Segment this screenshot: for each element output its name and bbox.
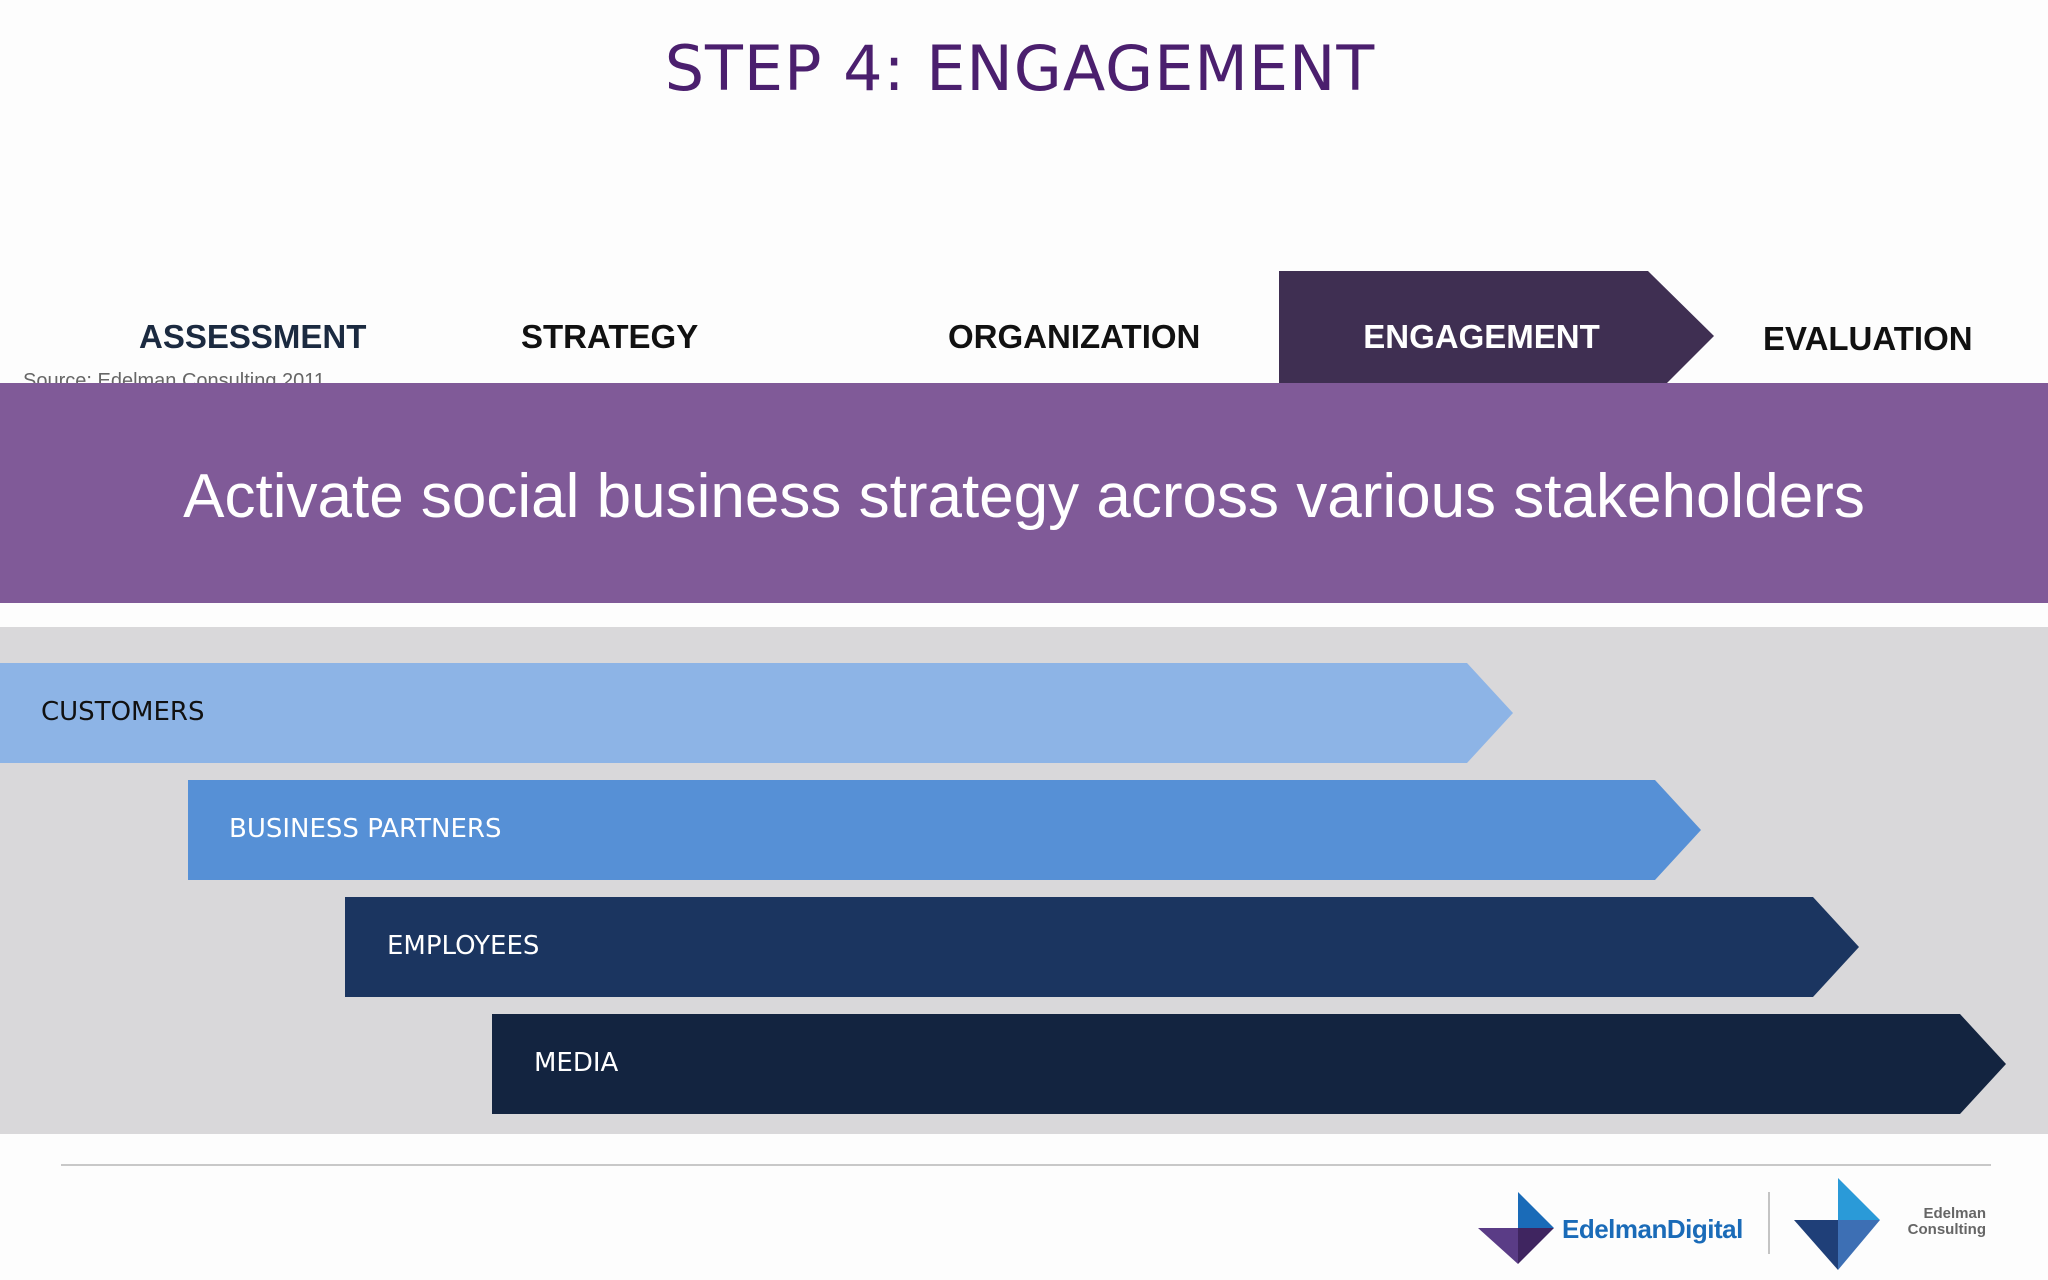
consulting-line-1: Edelman: [1923, 1205, 1986, 1222]
media-arrow-shape: [492, 1014, 2006, 1114]
page-title: STEP 4: ENGAGEMENT: [664, 32, 1376, 105]
step-engagement-active: ENGAGEMENT: [1279, 271, 1714, 402]
stakeholder-panel: CUSTOMERS BUSINESS PARTNERS EMPLOYEES ME…: [0, 627, 2048, 1134]
edelman-consulting-wordmark: Edelman Consulting: [1896, 1206, 1986, 1238]
stakeholder-arrow-employees: EMPLOYEES: [345, 897, 1859, 997]
banner-text: Activate social business strategy across…: [183, 462, 1865, 531]
customers-arrow-shape: [0, 663, 1513, 763]
headline-banner: Activate social business strategy across…: [0, 383, 2048, 603]
step-assessment: ASSESSMENT: [139, 318, 367, 355]
edelman-consulting-mark-icon: [1794, 1178, 1880, 1270]
edelman-digital-logo: EdelmanDigital: [1478, 1188, 1758, 1268]
business-partners-arrow-shape: [188, 780, 1701, 880]
active-step-chevron: [1279, 271, 1714, 402]
footer-divider: [61, 1164, 1991, 1166]
consulting-line-2: Consulting: [1907, 1221, 1986, 1238]
edelman-digital-mark-icon: [1478, 1192, 1554, 1264]
stakeholder-label: MEDIA: [534, 1048, 619, 1078]
logo-separator: [1768, 1192, 1770, 1254]
stakeholder-arrow-media: MEDIA: [492, 1014, 2006, 1114]
employees-arrow-shape: [345, 897, 1859, 997]
step-evaluation: EVALUATION: [1763, 320, 1973, 357]
stakeholder-label: BUSINESS PARTNERS: [229, 814, 502, 844]
stakeholder-arrow-customers: CUSTOMERS: [0, 663, 1513, 763]
edelman-consulting-logo: Edelman Consulting: [1788, 1176, 1988, 1276]
stakeholder-label: EMPLOYEES: [387, 931, 540, 961]
step-engagement-label: ENGAGEMENT: [1363, 318, 1600, 355]
step-strategy: STRATEGY: [521, 318, 699, 355]
edelman-digital-wordmark: EdelmanDigital: [1562, 1214, 1743, 1244]
stakeholder-arrow-business-partners: BUSINESS PARTNERS: [188, 780, 1701, 880]
stakeholder-label: CUSTOMERS: [41, 697, 205, 727]
step-organization: ORGANIZATION: [948, 318, 1201, 355]
